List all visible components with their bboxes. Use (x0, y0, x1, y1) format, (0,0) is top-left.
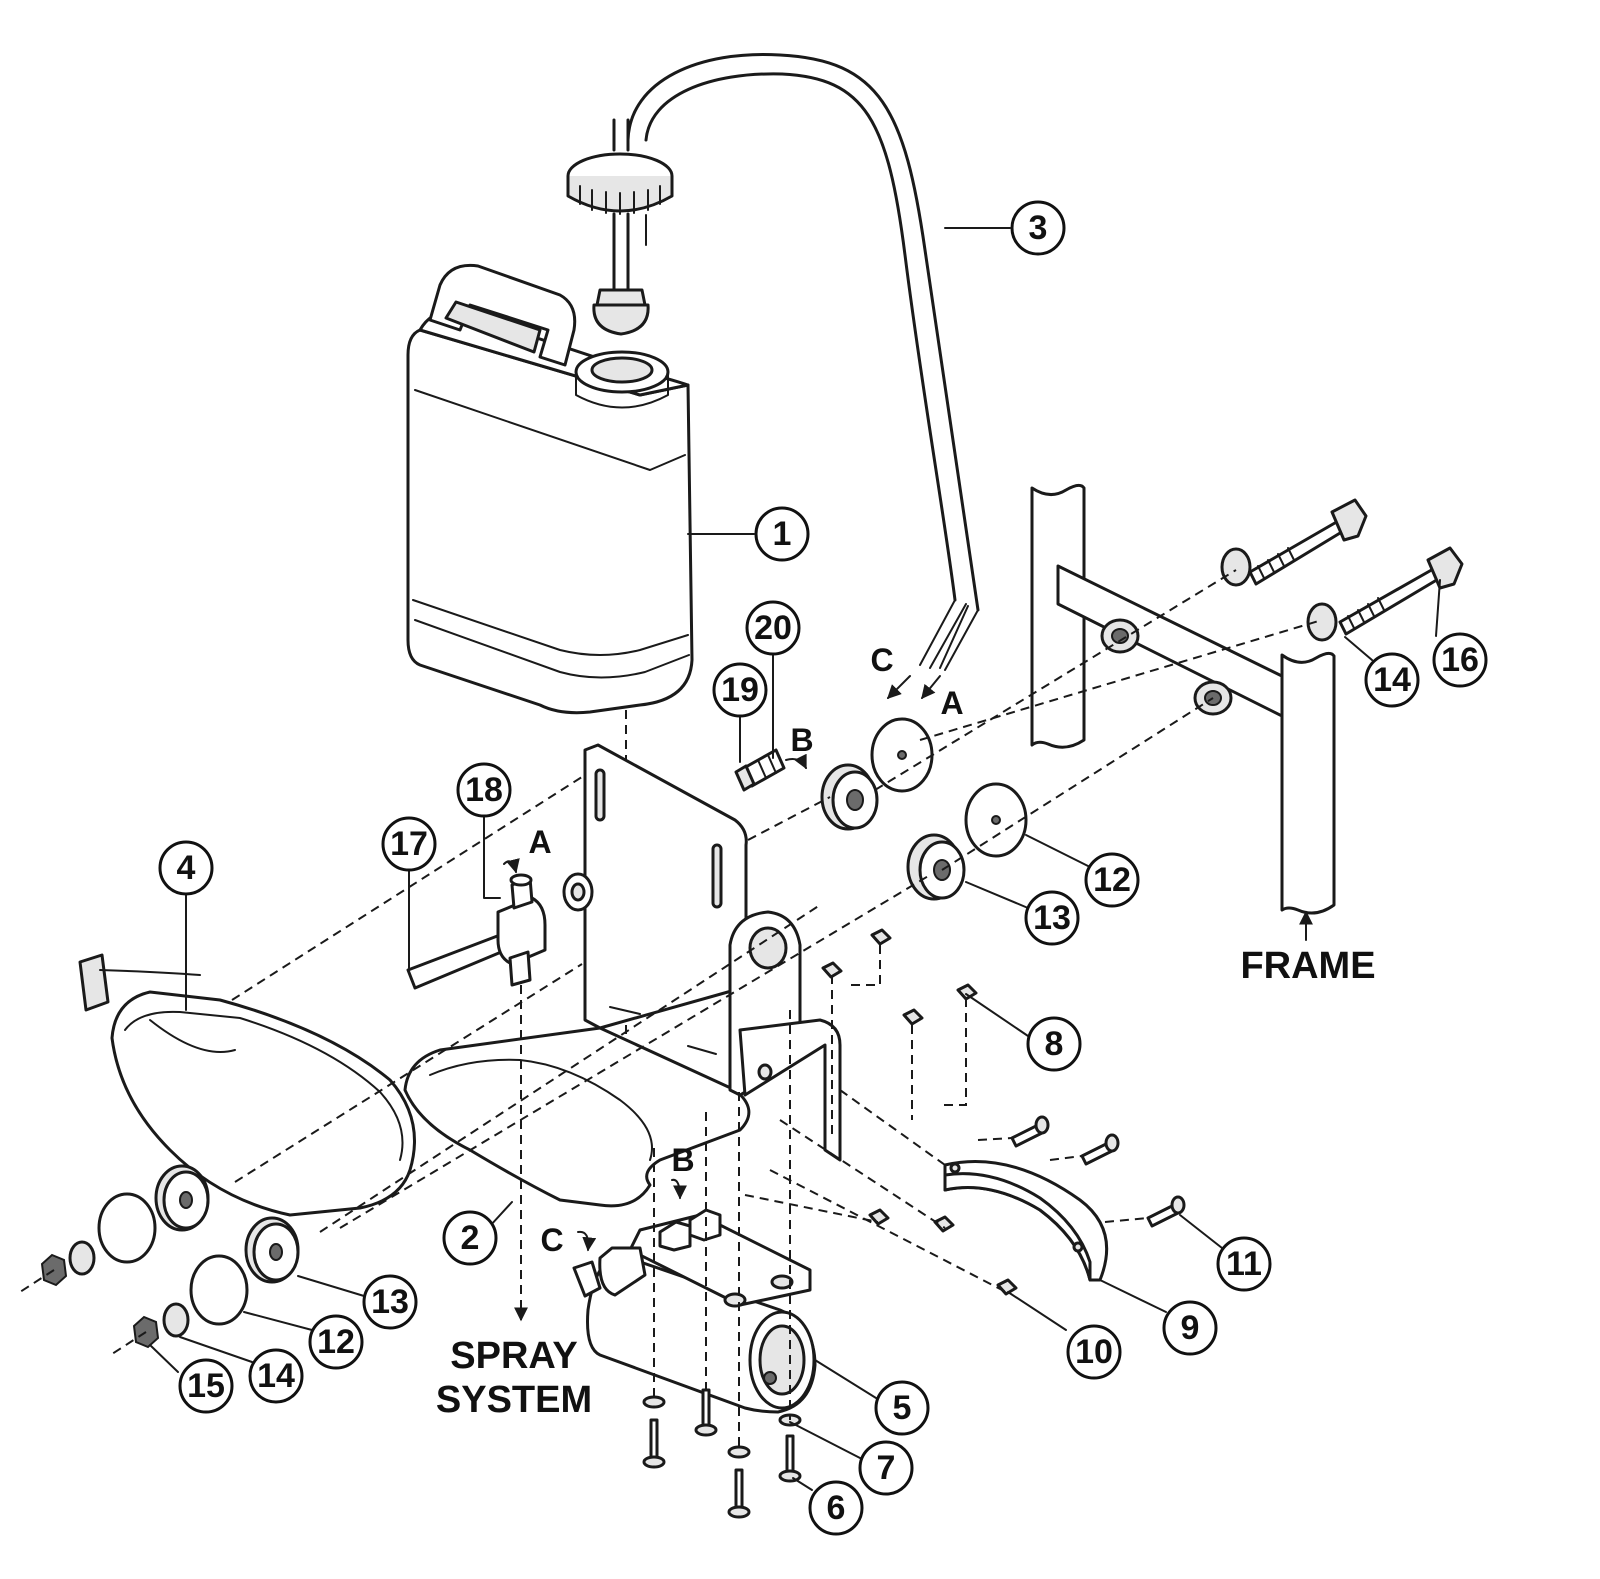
nuts (821, 928, 1018, 1296)
svg-text:11: 11 (1226, 1245, 1262, 1283)
strap (78, 953, 416, 1217)
cover (943, 1160, 1109, 1282)
callout-18: 18 (456, 762, 512, 818)
svg-text:5: 5 (893, 1389, 912, 1427)
assembly-lines (19, 569, 1323, 1452)
svg-text:2: 2 (461, 1219, 480, 1257)
callout-19: 19 (712, 662, 768, 718)
hose-end-a-letter: A (940, 685, 963, 721)
frame-label: FRAME (1240, 945, 1375, 987)
bracket (403, 743, 842, 1208)
svg-text:17: 17 (390, 825, 428, 863)
callout-17: 17 (381, 816, 437, 872)
hose (626, 52, 980, 671)
callout-9: 9 (1162, 1300, 1218, 1356)
callout-4: 4 (158, 840, 214, 896)
leader-lines (149, 227, 1441, 1491)
callout-10: 10 (1066, 1324, 1122, 1380)
callout-2: 2 (442, 1210, 498, 1266)
callout-13-right: 13 (1024, 890, 1080, 946)
svg-text:16: 16 (1441, 641, 1479, 679)
frame (1030, 483, 1336, 915)
callout-5: 5 (874, 1380, 930, 1436)
tank (406, 263, 694, 715)
spray-system-label-line1: SPRAY (450, 1335, 577, 1377)
svg-text:14: 14 (1373, 661, 1411, 699)
svg-text:20: 20 (754, 609, 792, 647)
svg-text:18: 18 (465, 771, 503, 809)
svg-text:12: 12 (1093, 861, 1131, 899)
callout-14-right: 14 (1364, 652, 1420, 708)
spray-system-label-line2: SYSTEM (436, 1379, 592, 1421)
pump (572, 1208, 817, 1414)
callout-8: 8 (1026, 1016, 1082, 1072)
spacer-right-lower (906, 833, 966, 901)
letter-markers (503, 675, 941, 1252)
callout-16: 16 (1432, 632, 1488, 688)
svg-text:7: 7 (877, 1449, 896, 1487)
callout-11: 11 (1216, 1236, 1272, 1292)
washer-left-lower (189, 1254, 249, 1326)
callout-12-left: 12 (308, 1314, 364, 1370)
svg-text:12: 12 (317, 1323, 355, 1361)
spacer-left-lower (244, 1216, 300, 1284)
svg-text:8: 8 (1045, 1025, 1064, 1063)
tank-cap (566, 118, 674, 336)
bolt-upper (1248, 498, 1368, 586)
svg-text:9: 9 (1181, 1309, 1200, 1347)
callout-13-left: 13 (362, 1274, 418, 1330)
callout-3: 3 (1010, 200, 1066, 256)
washer-left-upper (97, 1192, 157, 1264)
svg-text:13: 13 (1033, 899, 1071, 937)
washer-upper (1220, 547, 1252, 587)
callout-6: 6 (808, 1480, 864, 1536)
callout-7: 7 (858, 1440, 914, 1496)
spacer-right-upper (820, 763, 879, 831)
callout-20: 20 (745, 600, 801, 656)
callout-12-right: 12 (1084, 852, 1140, 908)
svg-text:6: 6 (827, 1489, 846, 1527)
svg-text:19: 19 (721, 671, 759, 709)
pump-b-letter: B (671, 1142, 694, 1178)
svg-text:3: 3 (1029, 209, 1048, 247)
svg-text:4: 4 (177, 849, 196, 887)
lockwasher-left-lower (162, 1302, 190, 1338)
screws (1010, 1115, 1186, 1228)
svg-text:13: 13 (371, 1283, 409, 1321)
svg-text:14: 14 (257, 1357, 295, 1395)
valve-a-letter: A (528, 824, 551, 860)
svg-text:10: 10 (1075, 1333, 1113, 1371)
spacer-left-upper (154, 1164, 210, 1232)
lockwasher-left-upper (68, 1240, 96, 1276)
washer-lower (1306, 602, 1338, 642)
bolt-lower (1338, 546, 1464, 636)
fitting-b-letter: B (790, 722, 813, 758)
svg-text:1: 1 (773, 515, 792, 553)
fitting (734, 748, 786, 792)
svg-text:15: 15 (187, 1367, 225, 1405)
callout-1: 1 (754, 506, 810, 562)
hose-end-c-letter: C (870, 642, 893, 678)
pump-c-letter: C (540, 1222, 563, 1258)
washer-right-upper (870, 717, 934, 793)
washer-right-lower (964, 782, 1028, 858)
callout-15: 15 (178, 1358, 234, 1414)
callout-14-left: 14 (248, 1348, 304, 1404)
valve (406, 873, 547, 990)
